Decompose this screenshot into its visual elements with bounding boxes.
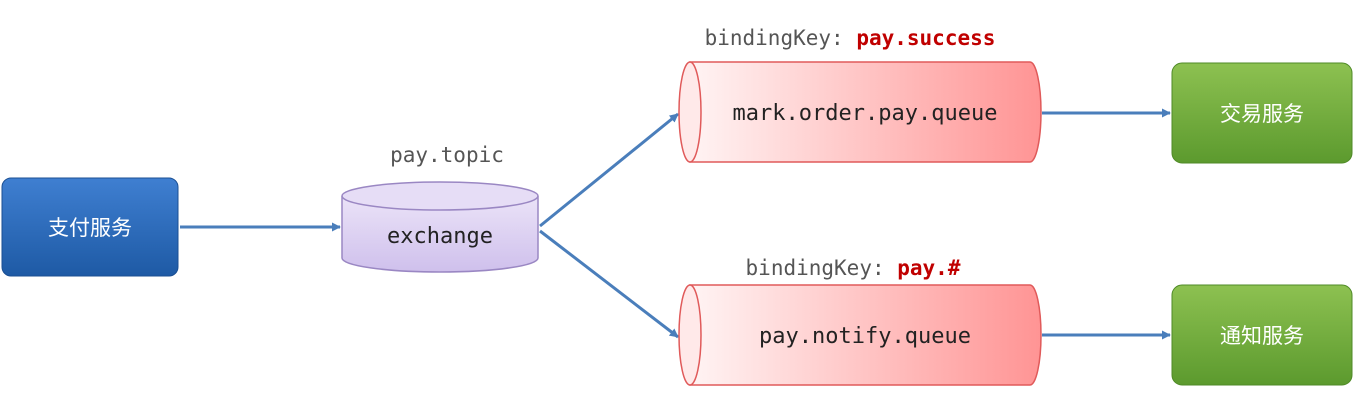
trade-service-label: 交易服务 xyxy=(1220,102,1304,126)
notify-queue-cylinder-cap xyxy=(678,284,702,386)
publisher-service-box xyxy=(1,177,179,277)
exchange-name-label: pay.topic xyxy=(390,143,504,167)
exchange-cylinder-top xyxy=(341,181,539,211)
notify-queue-binding-key: pay.# xyxy=(897,256,961,280)
order-queue-label: mark.order.pay.queue xyxy=(733,101,998,126)
publisher-service-node[interactable]: 支付服务 xyxy=(1,177,179,277)
arrow-exchange-to-order-queue xyxy=(539,112,679,228)
exchange-cylinder-body xyxy=(341,196,539,273)
publisher-service-label: 支付服务 xyxy=(48,216,132,240)
notify-service-node[interactable]: 通知服务 xyxy=(1171,284,1353,386)
trade-service-node[interactable]: 交易服务 xyxy=(1171,62,1353,164)
order-queue-binding-key: pay.success xyxy=(856,26,995,50)
notify-queue-label: pay.notify.queue xyxy=(759,324,971,349)
notify-queue-binding-prefix: bindingKey: xyxy=(746,256,898,280)
notify-service-box xyxy=(1171,284,1353,386)
notify-queue-cylinder-body xyxy=(689,284,1042,386)
trade-service-box xyxy=(1171,62,1353,164)
notify-queue-node[interactable]: bindingKey: pay.# pay.notify.queue xyxy=(678,256,1042,386)
order-queue-cylinder-cap xyxy=(678,61,702,163)
order-queue-binding-prefix: bindingKey: xyxy=(705,26,857,50)
arrow-exchange-to-notify-queue xyxy=(539,229,679,339)
connectors xyxy=(180,108,1171,340)
exchange-label: exchange xyxy=(387,224,493,249)
notify-queue-binding: bindingKey: pay.# xyxy=(746,256,961,280)
order-queue-cylinder-body xyxy=(689,61,1042,163)
exchange-node[interactable]: pay.topic exchange xyxy=(341,143,539,273)
order-queue-binding: bindingKey: pay.success xyxy=(705,26,996,50)
order-queue-node[interactable]: bindingKey: pay.success mark.order.pay.q… xyxy=(678,26,1042,163)
notify-service-label: 通知服务 xyxy=(1220,324,1304,348)
